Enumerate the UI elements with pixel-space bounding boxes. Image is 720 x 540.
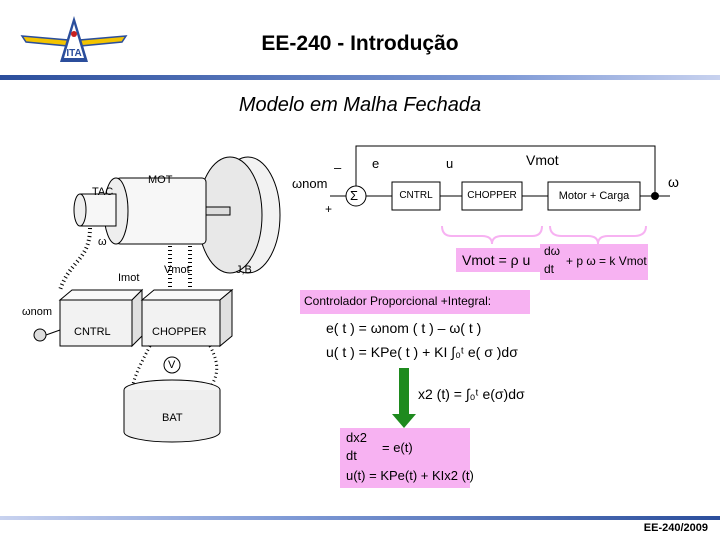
ita-logo: ITA [20,16,128,62]
controller-title: Controlador Proporcional +Integral: [304,294,492,308]
imot-label: Imot [118,272,140,284]
control-signal-label: u [446,156,454,171]
control-law-equation: u( t ) = KPe( t ) + KI ∫₀ᵗ e( σ )dσ [326,344,518,360]
chopper-box-label: CHOPPER [152,326,207,338]
header-divider [0,75,720,80]
state-diff-rest: = e(t) [382,440,413,455]
logo-text: ITA [66,48,81,59]
omega-output-label: ω [668,174,679,190]
omega-label: ω [98,236,107,248]
tac-label: TAC [92,186,114,198]
omega-nom-input: ωnom [292,176,328,191]
slide-title: Modelo em Malha Fechada [238,94,482,116]
jb-label: J,B [236,264,252,276]
cntrl-block: CNTRL [399,190,433,201]
motor-block: Motor + Carga [558,190,630,202]
cntrl-box-label: CNTRL [74,326,111,338]
footer-divider [0,516,720,520]
state-definition-equation: x2 (t) = ∫₀ᵗ e(σ)dσ [418,386,525,402]
error-signal-label: e [372,156,380,171]
mot-label: MOT [148,174,173,186]
plus-sign: + [325,202,333,216]
motor-eq-rest: + p ω = k Vmot [566,254,647,268]
vmot-label: Vmot [164,264,190,276]
state-diff-denominator: dt [346,448,357,463]
state-diff-numerator: dx2 [346,430,367,445]
bat-label: BAT [162,412,183,424]
controller-title-box: Controlador Proporcional +Integral: [300,290,530,314]
vmot-signal-label: Vmot [526,152,559,168]
motor-eq-numerator: dω [544,244,561,258]
sum-symbol: Σ [350,188,359,203]
motor-equation-box: dω dt + p ω = k Vmot [540,244,648,280]
omega-nom-label: ωnom [22,306,52,318]
hardware-illustration [33,156,281,443]
error-equation: e( t ) = ωnom ( t ) – ω( t ) [326,320,482,336]
final-control-equation: u(t) = KPe(t) + KIx2 (t) [346,468,474,483]
chopper-block: CHOPPER [467,190,517,201]
motor-eq-denominator: dt [544,262,555,276]
footer-text: EE-240/2009 [643,522,708,534]
header-title: EE-240 - Introdução [261,32,459,55]
vmot-equation: Vmot = ρ u [462,252,531,268]
minus-sign: – [334,160,342,175]
vmot-equation-box: Vmot = ρ u [456,248,540,272]
voltmeter-label: V [168,359,176,371]
state-space-box: dx2 dt = e(t) u(t) = KPe(t) + KIx2 (t) [340,428,474,488]
